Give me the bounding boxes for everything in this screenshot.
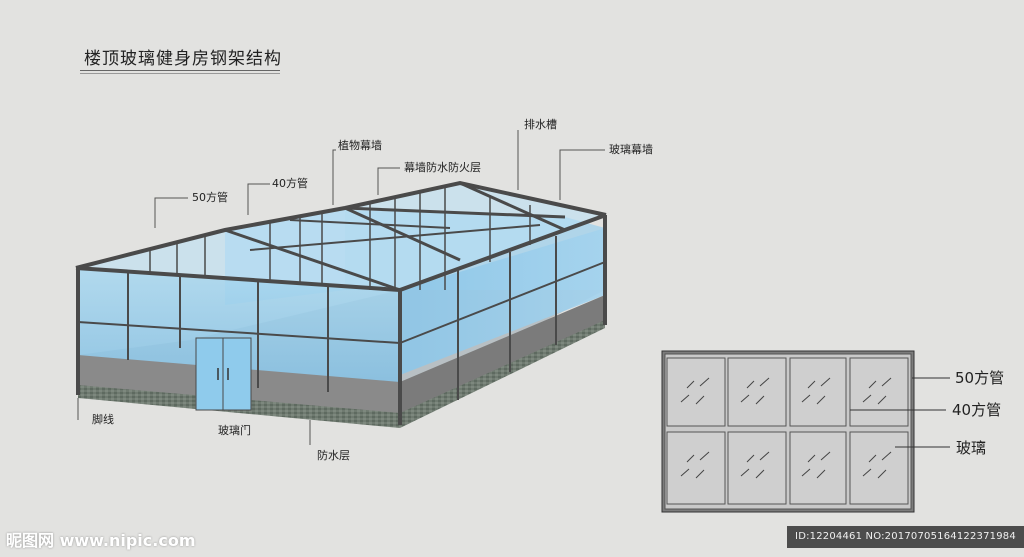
label-glass-curtain-wall: 玻璃幕墙 — [609, 142, 653, 156]
detail-callout-lines — [850, 377, 950, 448]
steel-frame — [75, 180, 607, 425]
glass-panels — [666, 357, 909, 505]
label-waterproof-layer: 防水层 — [317, 448, 350, 462]
label-drainage-channel: 排水槽 — [524, 117, 557, 131]
label-glass-door: 玻璃门 — [218, 423, 251, 437]
frame-detail-elevation — [661, 350, 950, 513]
callout-lines — [77, 130, 605, 445]
glass-reflection-marks — [680, 377, 892, 479]
skirting-band-side — [400, 320, 605, 428]
title-underline-secondary — [80, 73, 280, 74]
label-40-square-tube: 40方管 — [272, 176, 308, 190]
watermark-site: 昵图网 www.nipic.com — [6, 531, 196, 550]
label-curtain-wall-waterproof-fireproof: 幕墙防水防火层 — [404, 160, 481, 174]
detail-label-40-square-tube: 40方管 — [952, 401, 1001, 419]
glass-gym-building — [75, 180, 607, 428]
label-50-square-tube: 50方管 — [192, 190, 228, 204]
detail-label-glass: 玻璃 — [956, 439, 986, 457]
label-plant-curtain-wall: 植物幕墙 — [338, 138, 382, 152]
page-title: 楼顶玻璃健身房钢架结构 — [84, 49, 282, 69]
detail-label-50-square-tube: 50方管 — [955, 369, 1004, 387]
watermark-id: ID:12204461 NO:20170705164122371984 — [787, 526, 1024, 548]
glass-roof — [78, 183, 605, 290]
title-underline — [80, 70, 280, 71]
label-skirting-line: 脚线 — [92, 412, 114, 426]
